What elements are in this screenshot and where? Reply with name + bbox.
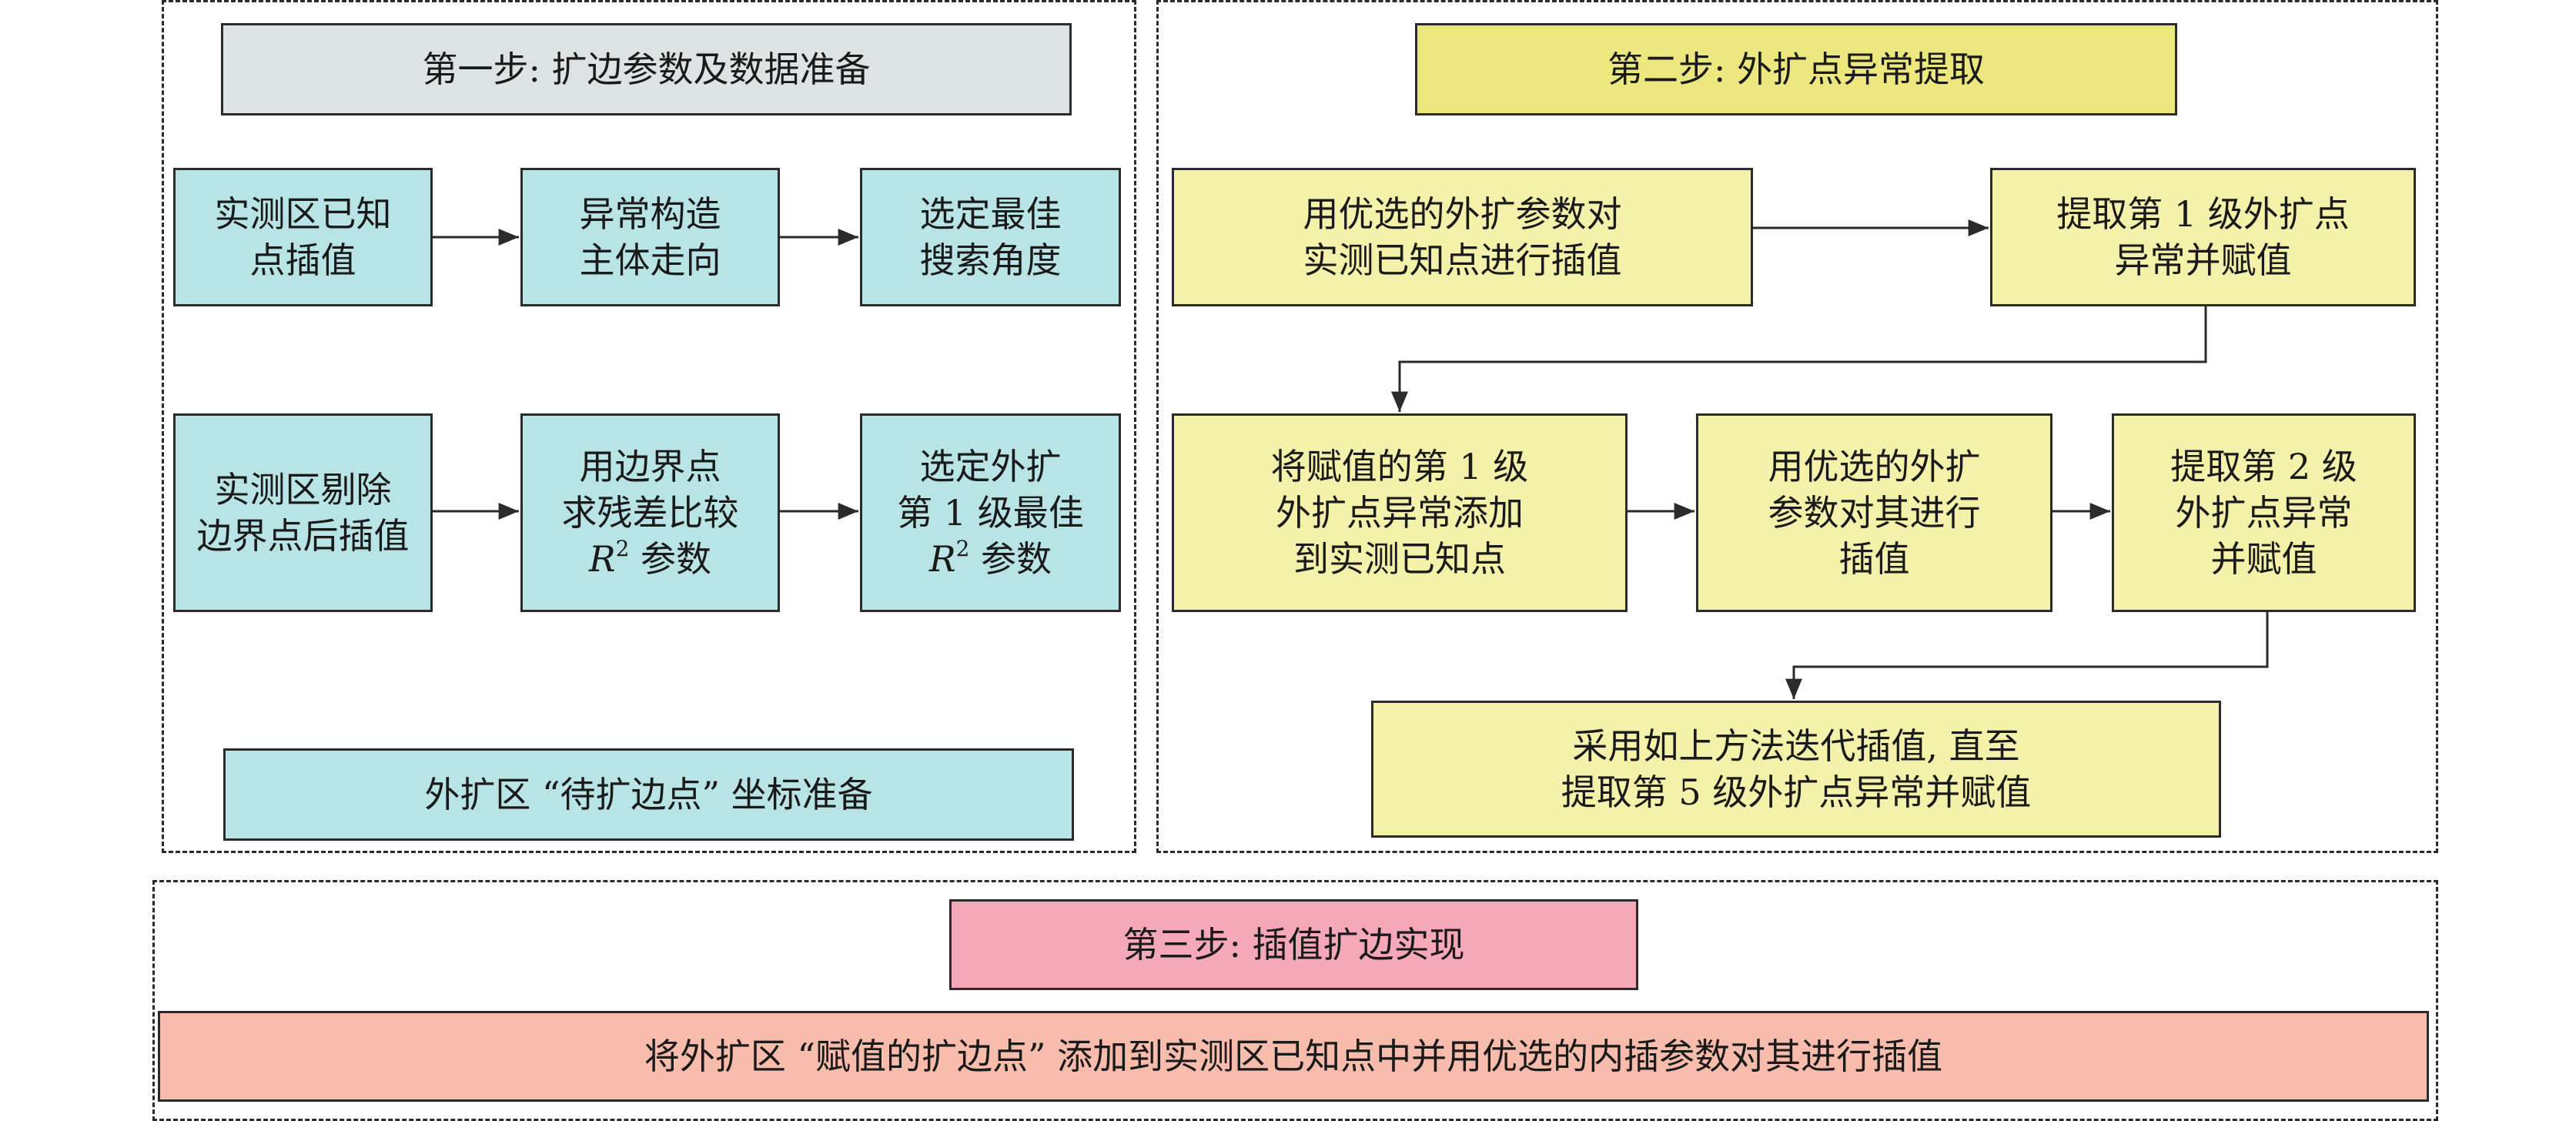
- step2-title: 第二步: 外扩点异常提取: [1415, 23, 2177, 115]
- anomaly-strike-box: 异常构造 主体走向: [520, 168, 780, 306]
- interpolate-known-points-box: 用优选的外扩参数对 实测已知点进行插值: [1172, 168, 1753, 306]
- remove-boundary-interpolation-box: 实测区剔除 边界点后插值: [173, 413, 433, 612]
- reinterpolate-box: 用优选的外扩 参数对其进行 插值: [1696, 413, 2052, 612]
- arrow-level1-to-add: [1391, 306, 2207, 412]
- step1-title: 第一步: 扩边参数及数据准备: [221, 23, 1072, 115]
- extract-level2-box: 提取第 2 级 外扩点异常 并赋值: [2112, 413, 2416, 612]
- step3-panel: [152, 880, 2438, 1121]
- step3-title: 第三步: 插值扩边实现: [949, 899, 1638, 990]
- edge-points-coordinates-box: 外扩区 “待扩边点” 坐标准备: [223, 748, 1074, 841]
- iterate-to-level5-box: 采用如上方法迭代插值, 直至 提取第 5 级外扩点异常并赋值: [1371, 701, 2221, 838]
- step1-panel: [162, 0, 1136, 853]
- best-r2-level1-box: 选定外扩 第 1 级最佳 R2 参数: [860, 413, 1121, 612]
- final-interpolation-box: 将外扩区 “赋值的扩边点” 添加到实测区已知点中并用优选的内插参数对其进行插值: [158, 1011, 2429, 1102]
- r2-parameter-label: R2 参数: [588, 536, 712, 581]
- search-angle-box: 选定最佳 搜索角度: [860, 168, 1121, 306]
- residual-compare-box: 用边界点 求残差比较 R2 参数: [520, 413, 780, 612]
- extract-level1-box: 提取第 1 级外扩点 异常并赋值: [1990, 168, 2416, 306]
- r2-parameter-label: R2 参数: [928, 536, 1052, 581]
- add-level1-points-box: 将赋值的第 1 级 外扩点异常添加 到实测已知点: [1172, 413, 1628, 612]
- arrow-level2-to-iterate: [1785, 612, 2269, 699]
- known-points-interpolation-box: 实测区已知 点插值: [173, 168, 433, 306]
- step2-panel: [1156, 0, 2438, 853]
